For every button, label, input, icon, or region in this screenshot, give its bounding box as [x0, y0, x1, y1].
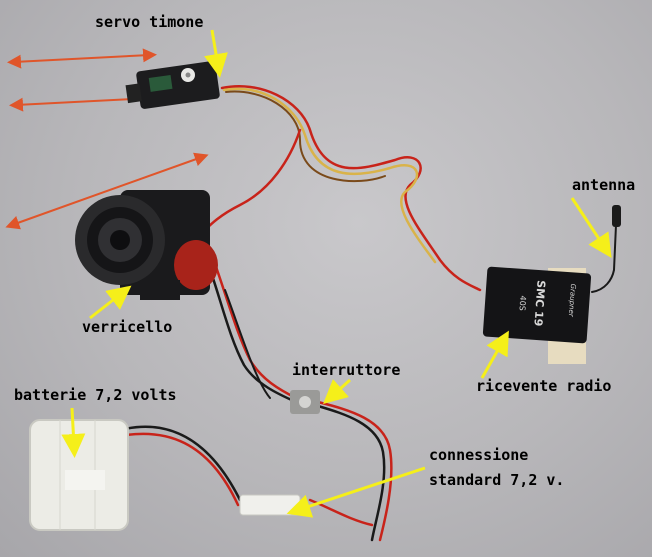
label-interruttore: interruttore — [292, 361, 401, 379]
switch-photo — [290, 390, 320, 414]
winch-photo — [75, 190, 218, 300]
antenna-connector-photo — [612, 205, 621, 227]
wires — [118, 85, 617, 542]
receiver-code-text: 40S — [517, 295, 527, 311]
receiver-photo: SMC 19 40S Graupner — [482, 266, 592, 364]
receiver-model-text: SMC 19 — [531, 280, 547, 327]
connector-photo — [239, 494, 301, 516]
label-servo: servo timone — [95, 13, 204, 31]
label-verricello: verricello — [82, 318, 173, 336]
servo-photo — [125, 61, 220, 109]
label-batterie: batterie 7,2 volts — [14, 386, 177, 404]
label-connessione-line1: connessione — [429, 446, 529, 464]
label-arrows — [61, 29, 612, 518]
label-ricevente: ricevente radio — [476, 377, 612, 395]
label-connessione-line2: standard 7,2 v. — [429, 471, 565, 489]
receiver-brand-text: Graupner — [567, 283, 577, 318]
battery-photo — [29, 419, 129, 531]
label-antenna: antenna — [572, 176, 636, 194]
